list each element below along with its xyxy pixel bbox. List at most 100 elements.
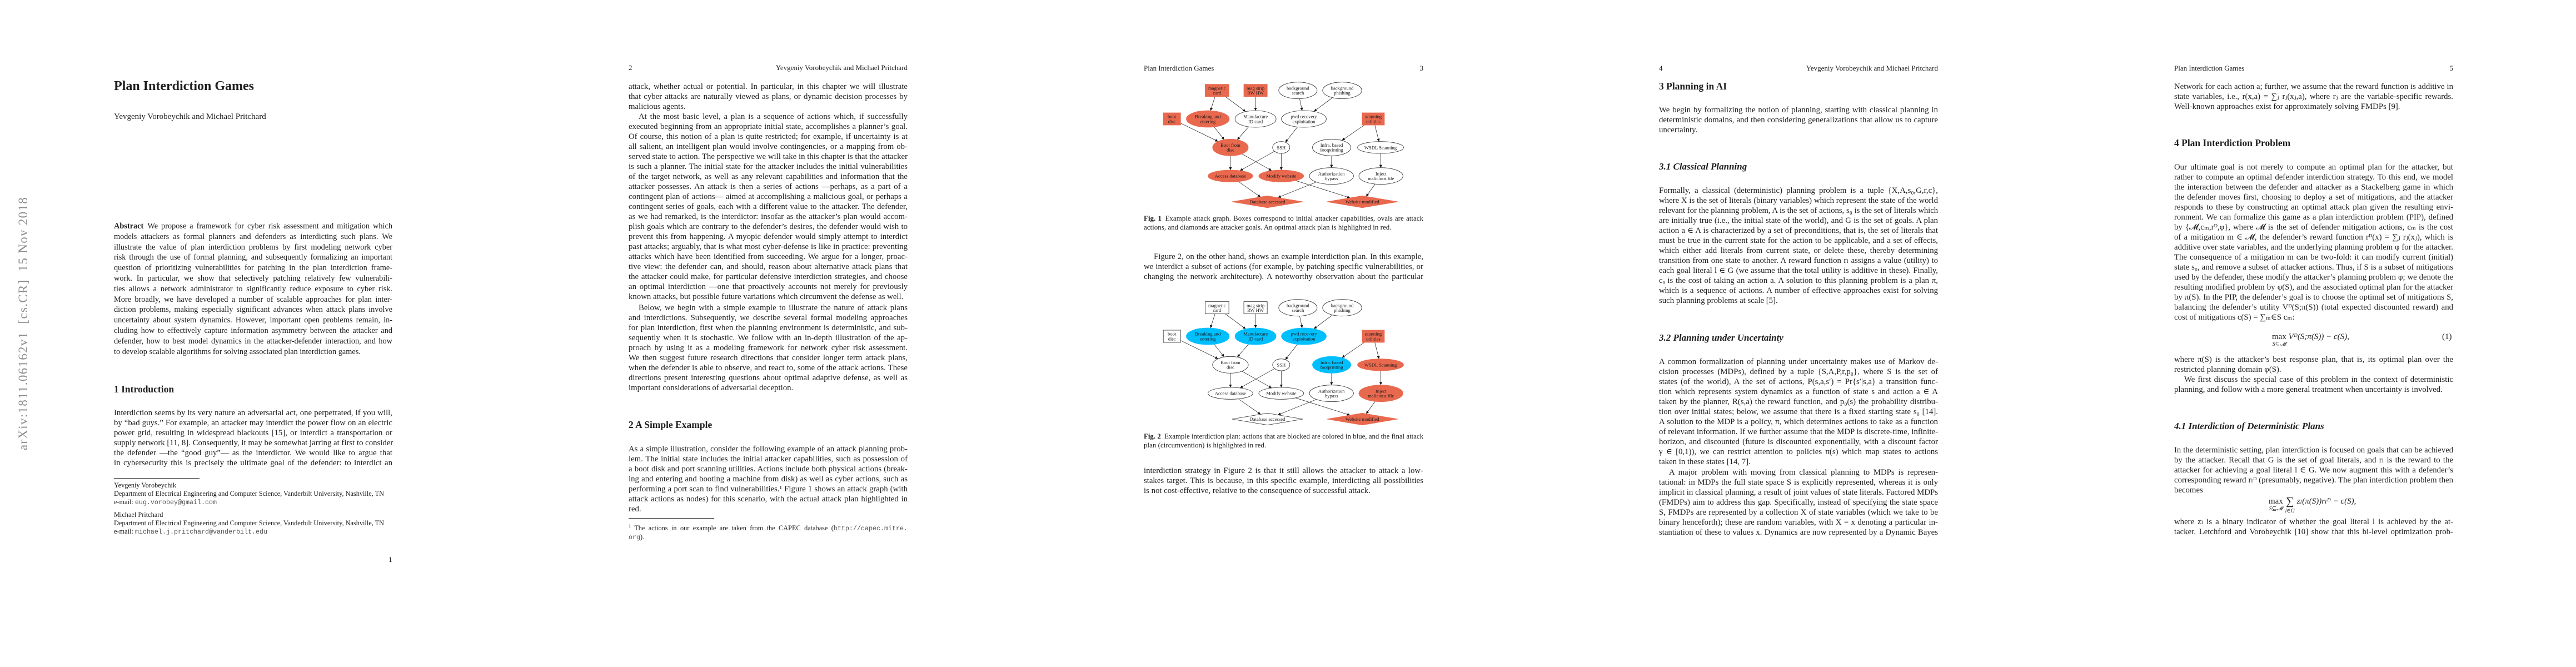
node-oval [1322, 82, 1362, 99]
text-line: We first discuss the special case of thi… [2184, 375, 2453, 384]
node-label: Modify website [1266, 173, 1297, 179]
text-line: proach by using it as a modeling framewo… [629, 344, 908, 352]
text-line: by the attacker. Recall that G is the se… [2174, 456, 2453, 465]
footnote-rule [114, 478, 200, 479]
graph-edge-breaking-to-boot_from [1214, 344, 1225, 357]
node-label-line: Manufacture [1243, 114, 1268, 120]
node-label-line: background [1287, 302, 1309, 308]
node-box [1204, 301, 1229, 315]
text-line: the defender moves first, choosing to de… [2174, 193, 2453, 202]
graph-edge-ssh-to-access_db [1239, 368, 1275, 389]
node-label: Database accessed [1250, 416, 1286, 422]
graph-edge-modify-to-web_modified [1296, 180, 1351, 198]
line-text: We propose a framework for cyber risk as… [147, 222, 392, 231]
footnote-url-cont[interactable]: org [629, 534, 641, 542]
subsection-heading-interdiction-deterministic: 4.1 Interdiction of Deterministic Plans [2174, 421, 2324, 431]
affiliation-email-line: e-mail: michael.j.pritchard@vanderbilt.e… [114, 527, 384, 536]
text-line: for plan interdiction, first when the pl… [629, 323, 908, 332]
graph-edge-mag_card-to-breaking [1210, 96, 1215, 111]
text-line: defender, how to best model dynamics in … [114, 336, 392, 346]
footnote-line: org). [629, 533, 908, 542]
node-label-line: Modify website [1266, 173, 1297, 179]
text-line: of a mitigation m ∈ 𝓜, the defender’s re… [2174, 233, 2453, 242]
text-line: an optimal interdiction —one that proact… [629, 282, 908, 291]
text-line: diction problems, making especially sign… [114, 305, 392, 315]
text-line: Well-known approaches exist for approxim… [2174, 102, 2400, 111]
text-line: used by the defender, these modify the a… [2174, 273, 2453, 282]
text-line: which either add literals from current s… [1659, 246, 1938, 255]
graph-edge-access_db-to-db_accessed [1238, 399, 1261, 415]
text-line: deterministic domains, and then consider… [1659, 116, 1938, 125]
text-line: we interdict a subset of actions (for ex… [1144, 262, 1423, 271]
eq-operator: max [2269, 497, 2283, 506]
footnote-url[interactable]: http://capec.mitre. [833, 525, 908, 533]
email-link[interactable]: michael.j.pritchard@vanderbilt.edu [134, 528, 268, 536]
node-label-line: utilities [1366, 118, 1381, 124]
node-label-line: search [1292, 307, 1304, 313]
text-line: actions, and diamonds are attacker goals… [1144, 223, 1392, 231]
text-line: such planning problems at scale [5]. [1659, 296, 1778, 305]
paragraph: Network for each action a; further, we a… [2174, 82, 2453, 112]
graph-node-ssh: SSH [1272, 359, 1291, 371]
text-line: S, FMDPs are represented by a collection… [1659, 508, 1938, 517]
affiliation-name: Yevgeniy Vorobeychik [114, 481, 177, 489]
text-line: plish goals which are contrary to the de… [629, 222, 908, 231]
node-label-line: footprinting [1320, 147, 1343, 153]
footnote-mark: 1 [629, 524, 631, 529]
graph-edge-boot_disc-to-boot_from [1180, 340, 1218, 359]
node-box [1362, 330, 1385, 343]
paragraph: We begin by formalizing the notion of pl… [1659, 105, 1938, 135]
node-oval [1272, 359, 1291, 371]
graph-edge-scanning-to-infra [1342, 125, 1365, 141]
node-label-line: entering [1200, 336, 1216, 341]
paper-title: Plan Interdiction Games [114, 79, 254, 93]
node-label-line: Infra. based [1321, 360, 1343, 365]
text-line: prevent this from happening. A myopic de… [629, 232, 908, 241]
graph-node-access_db: Access database [1208, 387, 1253, 400]
lead-label: Abstract [114, 222, 144, 231]
node-label-line: Breaking and [1195, 114, 1221, 120]
text-line: balancing the defender’s utility Vᴰ(S;π(… [2174, 303, 2453, 312]
text-line: Of course, this notion of a plan is quit… [629, 132, 908, 141]
text-line: attacker for achieving a goal literal l … [2174, 466, 2453, 475]
node-label-line: Access database [1215, 173, 1246, 179]
node-label: Database accessed [1250, 199, 1286, 205]
graph-edge-bg_phish-to-pwd [1313, 315, 1333, 329]
text-line: attack, whether actual or potential. In … [629, 82, 908, 91]
footnote-text: The actions in our example are taken fro… [634, 524, 834, 532]
node-diamond [1327, 195, 1398, 208]
node-oval [1272, 141, 1291, 154]
text-line: responds to these by constructing an opt… [2174, 203, 2453, 212]
graph-edge-scanning-to-wsdl [1374, 342, 1380, 359]
graph-edge-ssh-to-access_db [1239, 151, 1275, 171]
node-oval [1186, 110, 1230, 128]
affiliation-dept: Department of Electrical Engineering and… [114, 490, 385, 497]
equation-number: (1) [2442, 332, 2452, 341]
email-link[interactable]: eug.vorobey@gmail.com [134, 499, 217, 506]
header-title: Plan Interdiction Games [1144, 64, 1214, 72]
node-oval [1212, 138, 1249, 156]
text-line: by “bad guys.” For example, an attacker … [114, 419, 392, 427]
text-line: ing and entering and booting a machine f… [629, 475, 908, 484]
node-label: WSDL Scanning [1364, 362, 1397, 367]
node-label-line: Breaking and [1195, 331, 1221, 337]
node-oval [1309, 167, 1354, 185]
graph-edge-auth-to-db_accessed [1278, 399, 1317, 415]
node-box [1243, 301, 1268, 315]
text-line: is not cost-effective, relative to the c… [1144, 486, 1371, 495]
node-label-line: Modify website [1266, 391, 1297, 396]
text-line: contingent plan of actions— aimed at acc… [629, 192, 908, 201]
